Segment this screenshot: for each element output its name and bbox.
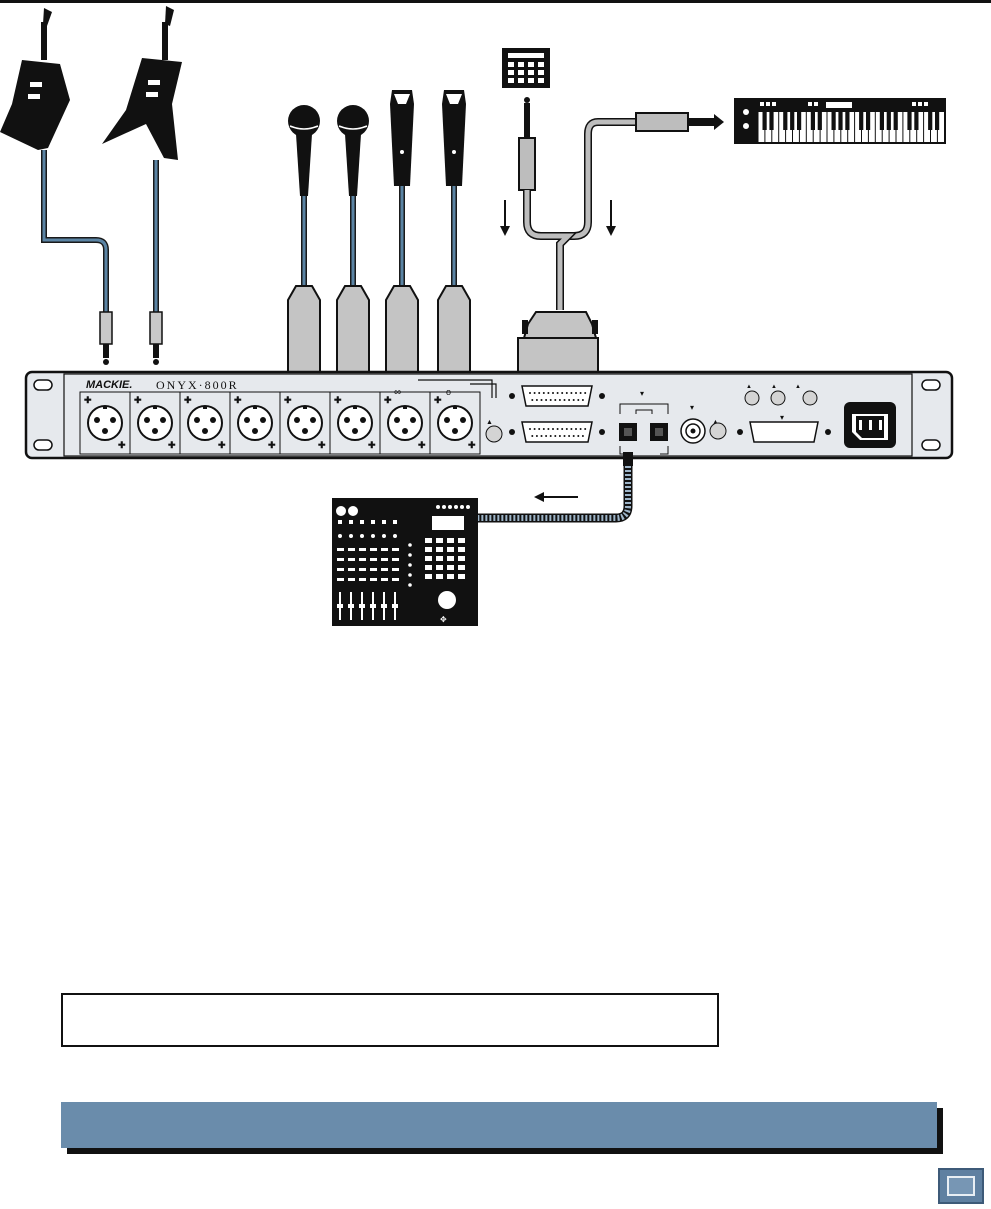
xlr-input-1: ✚✚: [84, 395, 126, 450]
svg-text:✚: ✚: [234, 395, 242, 405]
channel-mark-7: ∞: [394, 387, 401, 398]
svg-text:✚: ✚: [418, 440, 426, 450]
svg-text:▾: ▾: [780, 413, 784, 422]
onyx-800r-rear-panel: ✚✚✚✚✚✚✚✚✚✚✚✚✚✚✚✚ ▲ ▾ ▾ ▲ ▲ ▲ ▲: [24, 370, 954, 460]
xlr-plugs: [287, 285, 471, 389]
guitar-2-icon: [102, 6, 182, 160]
svg-text:✚: ✚: [284, 395, 292, 405]
svg-text:▾: ▾: [690, 403, 694, 412]
guitar-2-jack-plug: [149, 311, 163, 365]
svg-text:✚: ✚: [468, 440, 476, 450]
guitar-1-icon: [0, 8, 70, 150]
page-badge-inner: [947, 1176, 975, 1196]
xlr-input-5: ✚✚: [279, 392, 326, 454]
guitar-1-jack-plug: [99, 311, 113, 365]
xlr-input-4: ✚✚: [229, 392, 276, 454]
svg-text:✚: ✚: [384, 395, 392, 405]
connection-diagram: ✚✚✚✚✚✚✚✚✚✚✚✚✚✚✚✚ ▲ ▾ ▾ ▲ ▲ ▲ ▲: [0, 6, 954, 626]
mic-2-icon: [337, 105, 369, 196]
svg-text:▲: ▲: [746, 384, 752, 390]
svg-text:▲: ▲: [795, 384, 801, 390]
svg-text:▾: ▾: [640, 389, 644, 398]
mic-1-icon: [288, 105, 320, 196]
svg-text:✚: ✚: [368, 440, 376, 450]
control-surface-icon: ✥: [332, 498, 478, 626]
usb-cable: [478, 452, 633, 523]
mic-4-icon: [442, 90, 466, 186]
svg-text:▲: ▲: [486, 419, 493, 426]
down-arrow-right: [606, 200, 616, 236]
mic-cables: [301, 186, 457, 286]
xlr-input-8: ✚✚: [429, 392, 476, 454]
svg-text:✚: ✚: [84, 395, 92, 405]
svg-text:▲: ▲: [771, 384, 777, 390]
svg-text:✚: ✚: [218, 440, 226, 450]
svg-text:✚: ✚: [134, 395, 142, 405]
xlr-input-3: ✚✚: [179, 392, 226, 454]
drum-machine-icon: [502, 48, 550, 88]
drum-machine-jack: [518, 97, 536, 191]
brand-logo-text: MACKIE.: [86, 379, 132, 391]
svg-text:✚: ✚: [118, 440, 126, 450]
svg-text:✚: ✚: [168, 440, 176, 450]
svg-text:✥: ✥: [440, 615, 447, 624]
page-number-badge: [938, 1168, 984, 1204]
down-arrow-left: [500, 200, 510, 236]
channel-mark-8: o: [446, 387, 451, 397]
section-banner: [61, 1102, 937, 1148]
svg-text:✚: ✚: [184, 395, 192, 405]
svg-text:✚: ✚: [434, 395, 442, 405]
guitar-1-cable: [41, 150, 109, 312]
note-box: [61, 993, 719, 1047]
top-rule: [0, 0, 991, 3]
model-name-text: ONYX·800R: [156, 378, 239, 392]
xlr-input-6: ✚✚: [329, 392, 376, 454]
keyboard-synth-icon: [734, 98, 946, 144]
mic-3-icon: [390, 90, 414, 186]
svg-text:✚: ✚: [318, 440, 326, 450]
svg-text:✚: ✚: [268, 440, 276, 450]
xlr-input-7: ✚✚: [379, 392, 426, 454]
svg-text:▲: ▲: [712, 419, 719, 426]
xlr-input-2: ✚✚: [129, 392, 176, 454]
svg-text:✚: ✚: [334, 395, 342, 405]
keyboard-cable: [568, 118, 636, 240]
signal-arrow-left: [534, 492, 578, 502]
keyboard-jack-plug: [635, 112, 724, 132]
